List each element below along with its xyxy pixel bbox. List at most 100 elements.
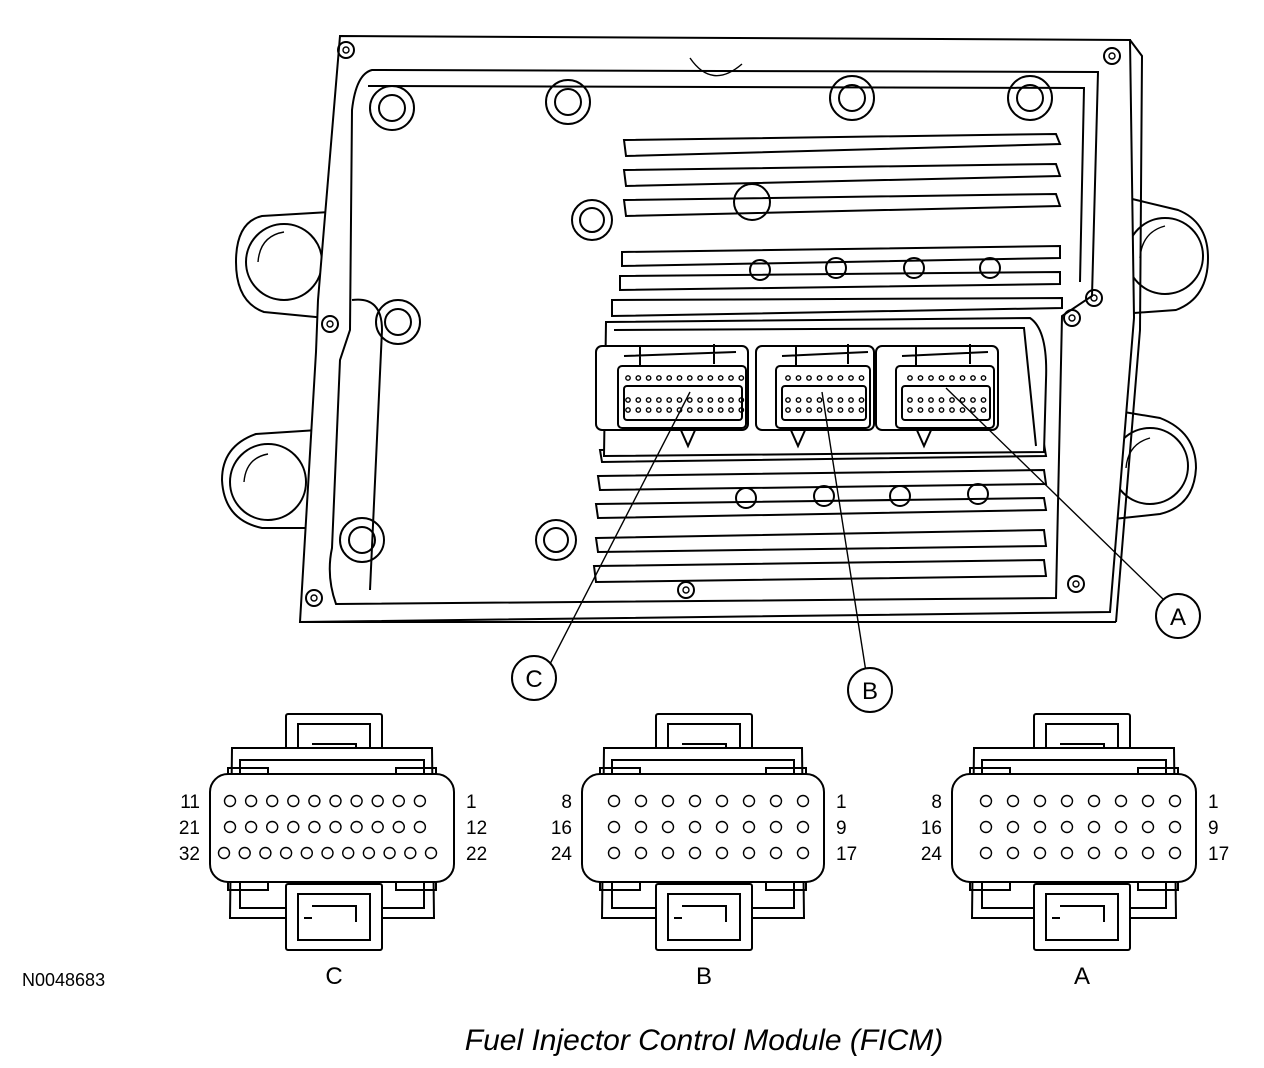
- module-pin-dot: [928, 375, 934, 381]
- pin-hole: [350, 794, 363, 808]
- module-pin-dot: [806, 397, 812, 403]
- pin-hole: [1114, 846, 1128, 860]
- module-pin-dot: [858, 397, 865, 403]
- module-pin-dot: [707, 407, 714, 413]
- module-pin-dot: [686, 397, 693, 403]
- module-pin-dot: [785, 375, 791, 381]
- module-pin-dot: [816, 375, 823, 381]
- module-pin-dot: [697, 375, 703, 381]
- module-pin-dot: [949, 397, 955, 403]
- pin-number-right: 9: [836, 818, 847, 839]
- module-pin-dot: [970, 407, 976, 413]
- module-pin-dot: [907, 397, 913, 403]
- connector-letter: C: [325, 963, 342, 990]
- pin-hole: [715, 846, 729, 860]
- pin-hole: [661, 846, 675, 860]
- callout-a-label: A: [1170, 604, 1186, 631]
- pin-hole: [634, 820, 648, 834]
- pin-hole: [607, 794, 621, 808]
- pin-hole: [634, 846, 648, 860]
- pin-hole: [661, 820, 675, 834]
- module-pin-dot: [848, 407, 854, 413]
- pin-hole: [1141, 820, 1155, 834]
- module-pin-dot: [827, 407, 833, 413]
- module-pin-dot: [717, 407, 724, 413]
- pin-hole: [742, 846, 756, 860]
- module-pin-dot: [785, 397, 791, 403]
- pin-hole: [688, 794, 702, 808]
- module-connector-pins: [625, 375, 987, 413]
- pin-hole: [329, 794, 342, 808]
- module-pin-dot: [949, 375, 955, 381]
- pin-hole: [661, 794, 675, 808]
- pin-hole: [1060, 794, 1074, 808]
- pin-hole: [1033, 820, 1047, 834]
- module-pin-dot: [980, 397, 987, 403]
- module-pin-dot: [676, 375, 683, 381]
- pin-hole: [1033, 846, 1047, 860]
- pin-hole: [796, 820, 810, 834]
- callout-c-label: C: [525, 666, 542, 693]
- module-pin-dot: [645, 375, 652, 381]
- pin-face: [209, 773, 455, 883]
- pin-hole: [350, 820, 363, 834]
- pin-hole: [1141, 794, 1155, 808]
- pin-number-left: 11: [180, 792, 200, 813]
- pin-hole: [300, 846, 313, 860]
- pin-hole: [287, 820, 300, 834]
- module-pin-dot: [949, 407, 955, 413]
- module-pin-dot: [645, 397, 652, 403]
- module-pin-dot: [635, 397, 642, 403]
- module-pin-dot: [837, 407, 844, 413]
- pin-hole: [1087, 846, 1101, 860]
- module-pin-dot: [686, 375, 693, 381]
- module-pin-dot: [959, 407, 966, 413]
- pin-number-right: 9: [1208, 818, 1219, 839]
- callout-c: C: [511, 655, 557, 701]
- module-pin-dot: [795, 375, 802, 381]
- module-pin-dot: [728, 407, 734, 413]
- module-pin-dot: [959, 375, 966, 381]
- pin-hole: [796, 794, 810, 808]
- pin-hole: [404, 846, 417, 860]
- pin-number-left: 16: [551, 818, 572, 839]
- pin-number-left: 8: [931, 792, 942, 813]
- module-pin-dot: [738, 375, 745, 381]
- module-pin-dot: [917, 407, 924, 413]
- callout-a: A: [1155, 593, 1201, 639]
- module-pin-dot: [795, 397, 802, 403]
- pin-hole: [244, 820, 258, 834]
- pin-hole: [217, 846, 231, 860]
- pin-hole: [1087, 820, 1101, 834]
- module-pin-dot: [707, 397, 714, 403]
- pin-hole: [688, 846, 702, 860]
- ficm-module-illustration: [220, 34, 1210, 624]
- connector-letter: A: [1074, 963, 1090, 990]
- module-pin-dot: [738, 407, 745, 413]
- pin-hole: [1168, 820, 1182, 834]
- pin-hole: [1060, 820, 1074, 834]
- module-pin-dot: [656, 397, 662, 403]
- module-pin-dot: [938, 397, 945, 403]
- pin-hole: [223, 820, 237, 834]
- module-pin-dot: [858, 375, 865, 381]
- module-pin-dot: [697, 397, 703, 403]
- module-pin-dot: [848, 397, 854, 403]
- module-pin-dot: [816, 407, 823, 413]
- module-pin-dot: [827, 375, 833, 381]
- module-pin-dot: [625, 397, 631, 403]
- module-pin-dot: [816, 397, 823, 403]
- module-pin-dot: [806, 375, 812, 381]
- pin-face: [951, 773, 1197, 883]
- pin-hole: [634, 794, 648, 808]
- module-pin-dot: [738, 397, 745, 403]
- pin-hole: [424, 846, 438, 860]
- pin-hole: [688, 820, 702, 834]
- pin-hole: [279, 846, 293, 860]
- pin-number-left: 24: [551, 844, 573, 865]
- pin-number-right: 1: [836, 792, 847, 813]
- module-pin-dot: [959, 397, 966, 403]
